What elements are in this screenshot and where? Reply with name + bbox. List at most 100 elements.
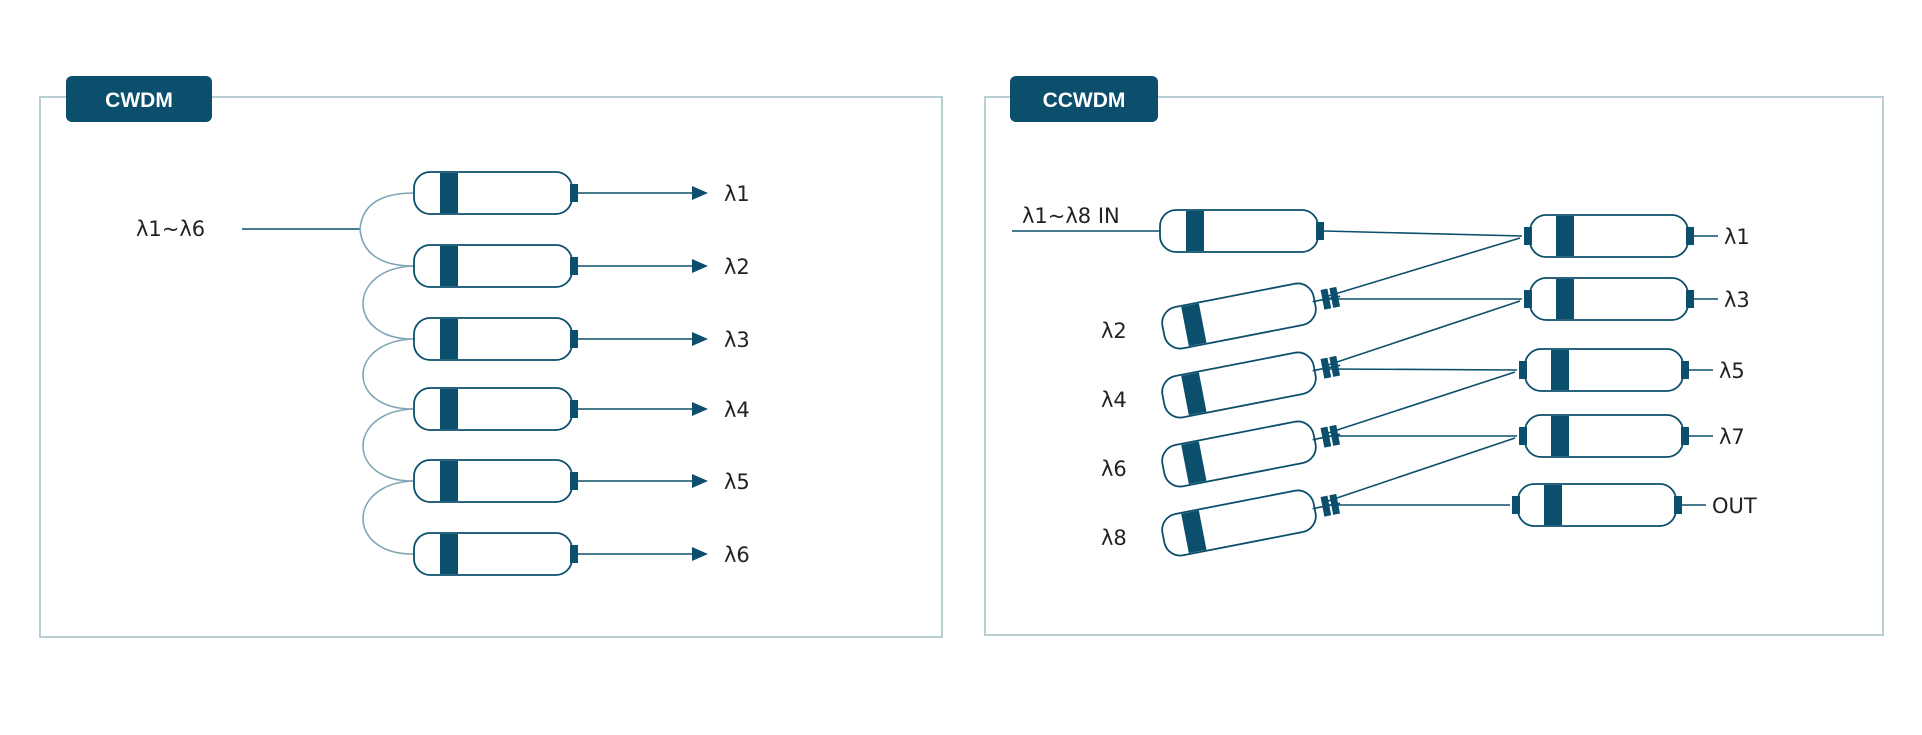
filter-connector — [1519, 427, 1527, 445]
ccwdm-tab-label: CCWDM — [1043, 89, 1126, 112]
filter-body — [413, 459, 573, 503]
cwdm-filter-stack — [413, 171, 708, 576]
filter-body — [1524, 348, 1684, 392]
filter-body — [413, 171, 573, 215]
filter-connector — [1681, 427, 1689, 445]
ccwdm-left-labels: λ2 λ4 λ6 λ8 — [1101, 319, 1127, 550]
cwdm-tab — [66, 76, 212, 122]
ccwdm-left-label: λ6 — [1101, 457, 1127, 481]
ccwdm-panel-frame — [984, 96, 1884, 636]
filter-band — [1556, 216, 1574, 256]
cwdm-output-label: λ1 — [724, 182, 750, 206]
filter-connector — [1512, 496, 1520, 514]
ccwdm-output-label: λ7 — [1719, 425, 1745, 449]
filter-body — [413, 387, 573, 431]
filter-body — [1529, 277, 1689, 321]
filter-band — [1181, 510, 1207, 554]
filter-band — [440, 246, 458, 286]
ccwdm-reflect-fiber — [1324, 300, 1521, 367]
filter-connector — [1524, 290, 1532, 308]
filter-tube — [1524, 277, 1694, 321]
filter-connector — [1686, 290, 1694, 308]
cwdm-tab-label: CWDM — [105, 89, 173, 112]
filter-band — [440, 319, 458, 359]
ccwdm-reflect-fiber — [1324, 237, 1521, 298]
ccwdm-tab — [1010, 76, 1158, 122]
filter-connector — [1681, 361, 1689, 379]
ccwdm-input-label: λ1~λ8 IN — [1022, 204, 1120, 228]
ccwdm-left-label: λ4 — [1101, 388, 1127, 412]
filter-tube — [1524, 214, 1694, 258]
cwdm-output-label: λ3 — [724, 328, 750, 352]
ccwdm-reflect-fiber — [1324, 437, 1516, 503]
cwdm-output-label: λ5 — [724, 470, 750, 494]
filter-band — [440, 534, 458, 574]
filter-band — [440, 389, 458, 429]
ccwdm-output-label: λ3 — [1724, 288, 1750, 312]
arrow-right-icon — [692, 186, 708, 200]
filter-connector — [570, 257, 578, 275]
filter-tube — [413, 244, 578, 288]
filter-connector — [1686, 227, 1694, 245]
filter-body — [413, 244, 573, 288]
filter-band — [1551, 416, 1569, 456]
filter-connector — [570, 545, 578, 563]
filter-connector — [1519, 361, 1527, 379]
filter-connector — [1316, 222, 1324, 240]
ccwdm-output-label: λ1 — [1724, 225, 1750, 249]
cwdm-loop — [362, 265, 415, 340]
filter-band — [1181, 441, 1207, 485]
filter-connector — [570, 400, 578, 418]
filter-tube — [413, 317, 578, 361]
cwdm-loop — [362, 338, 415, 410]
filter-tube — [413, 532, 578, 576]
cwdm-input-label: λ1~λ6 — [136, 217, 205, 241]
arrow-right-icon — [692, 547, 708, 561]
ccwdm-right-filters — [1512, 214, 1718, 527]
filter-body — [1529, 214, 1689, 258]
filter-body — [413, 317, 573, 361]
filter-tube — [413, 459, 578, 503]
filter-band — [1551, 350, 1569, 390]
filter-connector — [1674, 496, 1682, 514]
filter-connector — [570, 184, 578, 202]
filter-tube — [413, 387, 578, 431]
ccwdm-output-label: OUT — [1712, 494, 1757, 518]
arrow-right-icon — [692, 402, 708, 416]
arrow-right-icon — [692, 332, 708, 346]
ccwdm-express-fiber — [1328, 368, 1518, 371]
filter-tube — [1161, 282, 1341, 350]
filter-connector — [570, 472, 578, 490]
filter-band — [1544, 485, 1562, 525]
filter-tube — [1161, 351, 1341, 419]
cwdm-output-label: λ6 — [724, 543, 750, 567]
ccwdm-output-label: λ5 — [1719, 359, 1745, 383]
filter-tube — [413, 171, 578, 215]
filter-band — [440, 461, 458, 501]
filter-tube — [1519, 348, 1689, 392]
cwdm-loop — [359, 228, 415, 267]
filter-body — [1159, 209, 1319, 253]
cwdm-output-label: λ4 — [724, 398, 750, 422]
filter-pigtail — [1312, 433, 1341, 441]
filter-pigtail — [1312, 364, 1341, 372]
ccwdm-fiber-links — [1323, 230, 1523, 506]
filter-band — [1186, 211, 1204, 251]
filter-body — [413, 532, 573, 576]
filter-pigtail — [1312, 502, 1341, 510]
ccwdm-left-label: λ2 — [1101, 319, 1127, 343]
filter-tube — [1161, 420, 1341, 488]
cwdm-loop — [362, 480, 415, 555]
filter-band — [1181, 372, 1207, 416]
filter-body — [1517, 483, 1677, 527]
filter-connector — [1524, 227, 1532, 245]
filter-band — [1181, 303, 1207, 347]
filter-body — [1524, 414, 1684, 458]
filter-band — [440, 173, 458, 213]
ccwdm-left-label: λ8 — [1101, 526, 1127, 550]
filter-tube — [1159, 209, 1324, 253]
